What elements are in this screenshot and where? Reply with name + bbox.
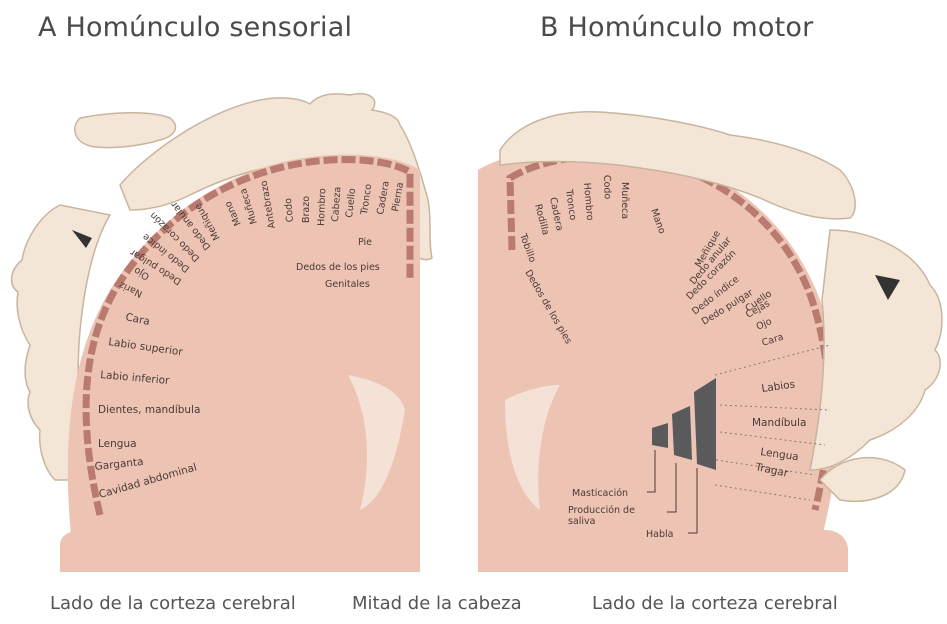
sensory-label-codo: Codo: [283, 197, 296, 222]
bottom-label-middle: Mitad de la cabeza: [352, 593, 522, 614]
motor-function-habla: Habla: [646, 529, 673, 540]
bottom-label-left: Lado de la corteza cerebral: [50, 593, 296, 614]
motor-label-codo: Codo: [601, 175, 613, 200]
motor-panel: [478, 112, 942, 572]
sensory-label-dientes-mandibula: Dientes, mandíbula: [98, 404, 200, 416]
sensory-panel: [12, 94, 432, 572]
motor-bar-saliva: [672, 406, 692, 460]
motor-face: [810, 230, 942, 470]
sensory-base: [60, 530, 420, 572]
sensory-label-hombro: Hombro: [316, 188, 328, 226]
motor-label-mandibula: Mandíbula: [752, 417, 806, 429]
sensory-label-dedos-pies: Dedos de los pies: [296, 262, 380, 273]
motor-label-muneca: Muñeca: [619, 182, 630, 219]
motor-bar-habla: [694, 378, 716, 470]
sensory-label-brazo: Brazo: [301, 196, 312, 223]
sensory-label-lengua: Lengua: [98, 438, 137, 450]
bottom-label-right: Lado de la corteza cerebral: [592, 593, 838, 614]
sensory-hand: [75, 113, 176, 148]
motor-function-masticacion: Masticación: [572, 488, 628, 499]
sensory-label-genitales: Genitales: [325, 279, 370, 290]
sensory-label-pie: Pie: [358, 237, 372, 248]
